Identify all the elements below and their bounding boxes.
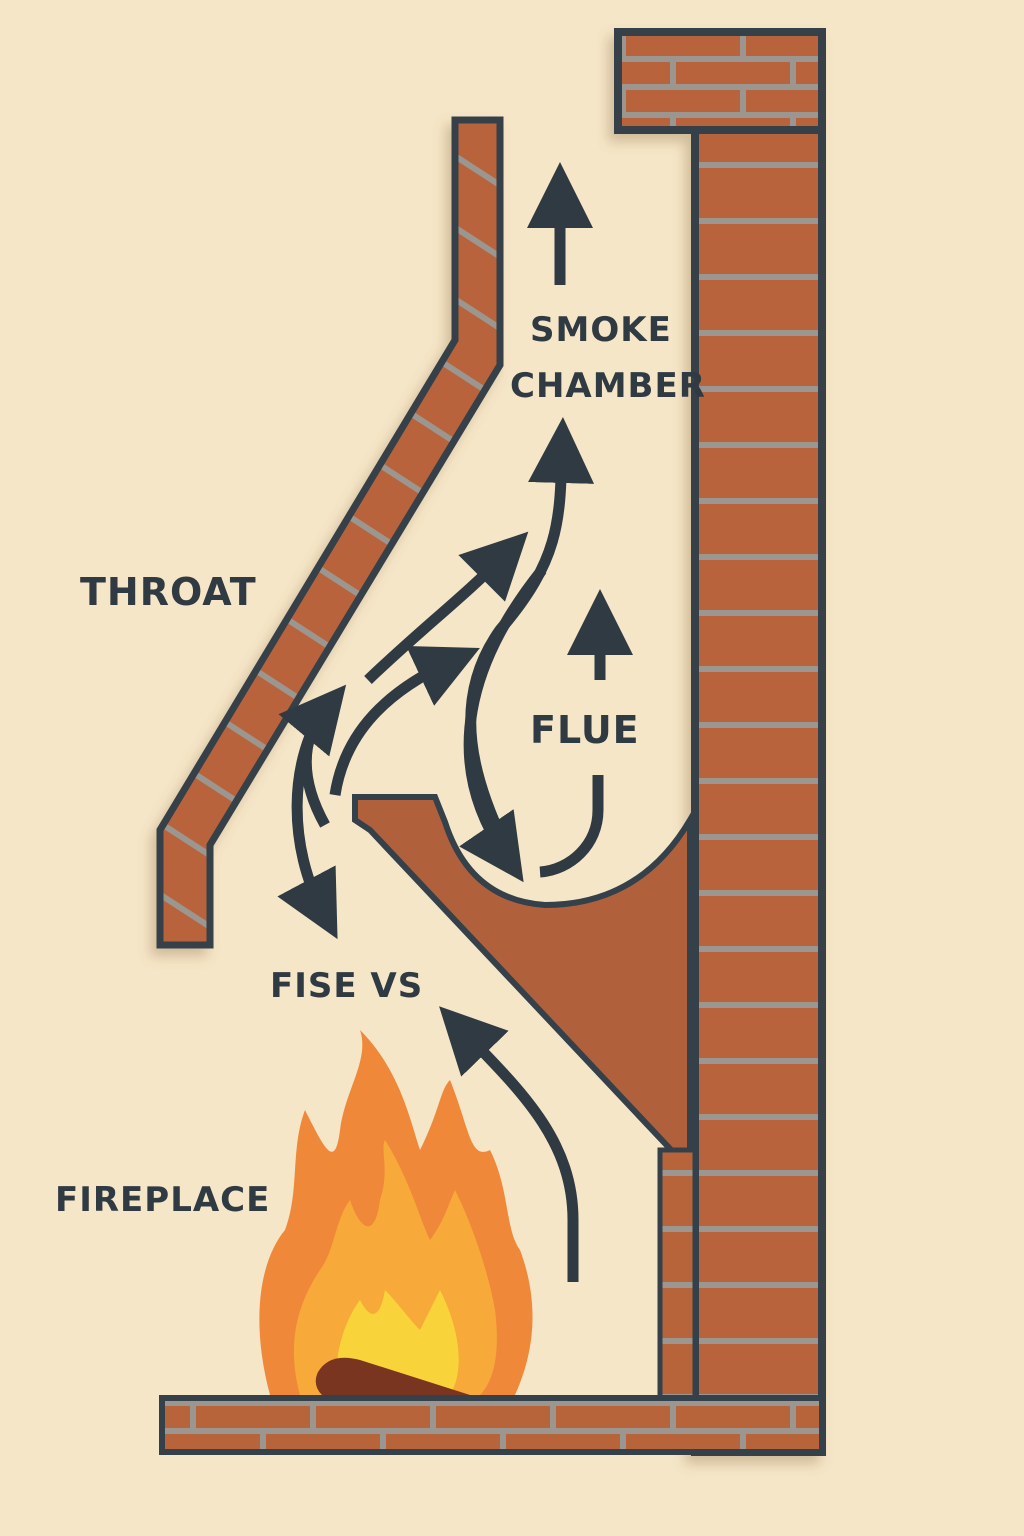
arrow-fire-rise [439,1006,579,1282]
firebox-pier [657,1147,698,1403]
label-smoke-chamber-1: SMOKE [530,310,672,350]
fire-icon [259,1030,533,1395]
arrow-down-shelf [459,566,547,883]
label-fireplace: FIREPLACE [55,1180,271,1220]
arrow-down-left [277,696,338,940]
label-smoke-chamber-2: CHAMBER [510,366,706,406]
airflow-arrows [277,162,633,1282]
label-throat: THROAT [80,570,257,614]
hearth [159,1395,825,1455]
label-flue: FLUE [530,708,640,752]
throat-wall [156,116,504,949]
arrow-throat-upper [364,531,529,684]
chimney-wall [614,28,826,1456]
label-fise-vs: FISE VS [270,966,424,1006]
log [315,1357,470,1395]
arrow-return [539,775,604,878]
arrow-throat-mid [329,646,480,796]
